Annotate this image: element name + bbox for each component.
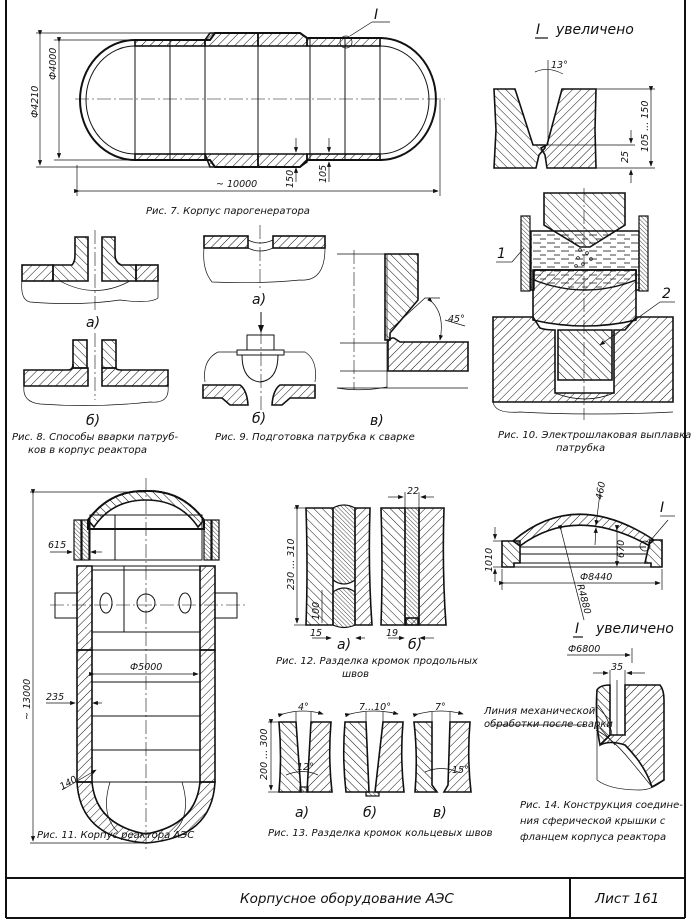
fig13-angle-a: 4° bbox=[298, 702, 309, 713]
fig13-angle-v: 7° bbox=[435, 702, 446, 713]
fig14-detail-title-text: увеличено bbox=[595, 621, 674, 637]
fig13-circumferential-seam-a bbox=[268, 710, 333, 793]
detail-I-title-text: увеличено bbox=[555, 22, 634, 38]
fig12-caption-line2: швов bbox=[342, 669, 369, 680]
fig8-sub-b: б) bbox=[86, 413, 100, 429]
fig7-dimensions bbox=[36, 30, 441, 196]
fig14-spherical-head bbox=[492, 492, 675, 621]
fig14-dim-detail-gap: 35 bbox=[611, 662, 623, 673]
fig14-note-line2: обработки после сварки bbox=[484, 718, 613, 730]
fig13-sub-v: в) bbox=[433, 805, 447, 821]
title-block-text: Корпусное оборудование АЭС bbox=[240, 891, 454, 907]
fig7-dim-outer-diameter: Ф4210 bbox=[30, 86, 41, 118]
detail-I-title-mark: I bbox=[536, 22, 540, 38]
fig14-dim-detail-diameter: Ф6800 bbox=[568, 644, 600, 655]
fig11-dimensions bbox=[30, 489, 199, 844]
fig12-dim-root-height: 100 bbox=[311, 602, 322, 620]
fig14-caption-line2: ния сферической крышки с bbox=[520, 816, 666, 827]
detail-I-dim-height: 105 ... 150 bbox=[640, 101, 651, 152]
fig12-longitudinal-seam-b bbox=[380, 492, 447, 641]
fig11-dim-diameter: Ф5000 bbox=[130, 662, 162, 673]
fig9-sub-a: а) bbox=[252, 292, 266, 308]
fig10-electroslag-remelting bbox=[492, 188, 675, 420]
fig8-caption-line2: ков в корпус реактора bbox=[28, 445, 147, 456]
fig14-dim-inner-height: 670 bbox=[616, 540, 627, 558]
fig12-caption-line1: Рис. 12. Разделка кромок продольных bbox=[276, 656, 478, 667]
fig9-nozzle-prep-c bbox=[336, 250, 469, 391]
fig12-sub-b: б) bbox=[408, 637, 422, 653]
fig14-detail-title-mark: I bbox=[575, 621, 579, 637]
fig14-note-line1: Линия механической bbox=[483, 706, 596, 717]
fig14-detail-I bbox=[492, 636, 665, 791]
fig7-caption: Рис. 7. Корпус парогенератора bbox=[146, 206, 310, 217]
fig7-dim-length: ~ 10000 bbox=[216, 179, 257, 190]
fig11-dim-flange: 615 bbox=[48, 540, 66, 551]
fig14-detail-marker: I bbox=[660, 500, 664, 516]
fig14-dim-height: 1010 bbox=[484, 548, 495, 572]
fig14-dim-diameter: Ф8440 bbox=[580, 572, 612, 583]
fig8-sub-a: а) bbox=[86, 315, 100, 331]
fig11-reactor-vessel bbox=[50, 478, 245, 850]
fig14-caption-line1: Рис. 14. Конструкция соедине- bbox=[520, 800, 683, 811]
fig13-caption: Рис. 13. Разделка кромок кольцевых швов bbox=[268, 828, 493, 839]
fig12-dim-gap-b: 19 bbox=[386, 628, 398, 639]
fig11-dim-wall: 235 bbox=[46, 692, 64, 703]
fig13-dim-height: 200 ... 300 bbox=[259, 729, 270, 780]
fig9-sub-v: в) bbox=[370, 413, 384, 429]
sheet-frame bbox=[5, 0, 686, 919]
detail-I-dim-root: 25 bbox=[620, 151, 631, 163]
detail-I-fig7-weld bbox=[493, 37, 655, 183]
fig11-caption: Рис. 11. Корпус реактора АЭС bbox=[37, 830, 194, 841]
fig12-dim-gap-b-top: 22 bbox=[407, 486, 419, 497]
fig13-angle-v-root: 15° bbox=[452, 765, 469, 776]
fig7-dim-thin-wall: 105 bbox=[318, 165, 329, 183]
fig14-dim-thickness: 460 bbox=[594, 481, 608, 501]
fig7-dim-inner-diameter: Ф4000 bbox=[48, 48, 59, 80]
fig13-angle-a-root: 12° bbox=[297, 762, 314, 773]
fig13-circumferential-seam-v bbox=[412, 710, 472, 793]
fig10-caption-line1: Рис. 10. Электрошлаковая выплавка bbox=[498, 430, 691, 441]
fig8-nozzle-welding-b bbox=[23, 333, 169, 406]
fig13-sub-a: а) bbox=[295, 805, 309, 821]
fig8-caption-line1: Рис. 8. Способы вварки патруб- bbox=[12, 431, 179, 443]
fig11-dim-height: ~ 13000 bbox=[22, 679, 33, 720]
fig10-callout-1: 1 bbox=[497, 246, 506, 262]
fig9-caption: Рис. 9. Подготовка патрубка к сварке bbox=[215, 431, 415, 443]
fig10-caption-line2: патрубка bbox=[556, 442, 605, 454]
fig13-circumferential-seam-b bbox=[342, 710, 405, 797]
fig10-callout-2: 2 bbox=[662, 286, 671, 302]
fig14-dim-radius: R4880 bbox=[574, 583, 593, 616]
fig9-sub-b: б) bbox=[252, 411, 266, 427]
fig8-nozzle-welding-a bbox=[21, 230, 159, 310]
fig9-nozzle-prep-a bbox=[203, 225, 326, 290]
fig12-longitudinal-seam-a bbox=[294, 504, 373, 641]
sheet-number: Лист 161 bbox=[594, 891, 659, 907]
detail-I-dim-angle: 13° bbox=[551, 60, 568, 71]
fig12-dim-gap-a: 15 bbox=[310, 628, 322, 639]
fig12-sub-a: а) bbox=[337, 637, 351, 653]
fig12-dim-height: 230 ... 310 bbox=[286, 539, 297, 590]
fig9-nozzle-prep-b bbox=[202, 312, 316, 410]
fig13-sub-b: б) bbox=[363, 805, 377, 821]
fig14-caption-line3: фланцем корпуса реактора bbox=[520, 832, 666, 843]
fig7-steam-generator-body bbox=[75, 21, 445, 168]
fig9-angle: 45° bbox=[448, 314, 465, 325]
fig7-detail-marker: I bbox=[374, 7, 378, 23]
fig11-dim-bottom: 140 bbox=[58, 774, 79, 793]
fig13-angle-b: 7...10° bbox=[359, 702, 391, 713]
fig7-dim-thick-wall: 150 bbox=[285, 170, 296, 188]
